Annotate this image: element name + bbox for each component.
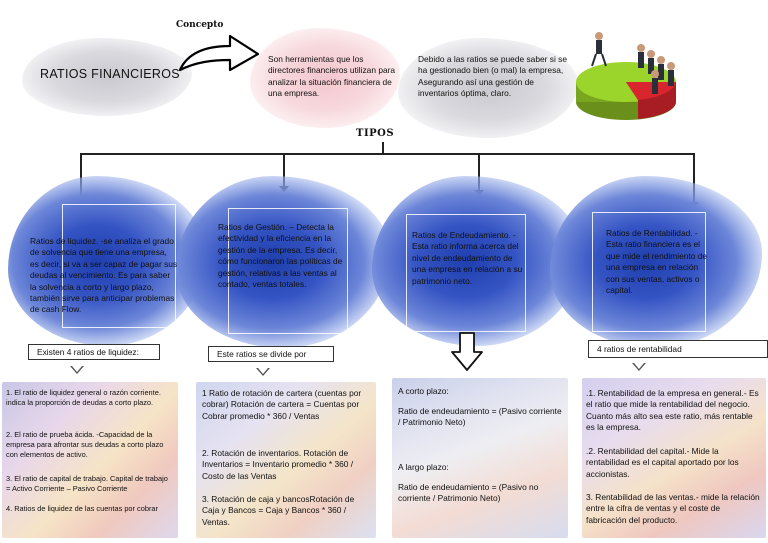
subheader-gestion: Este ratios se divide por xyxy=(208,346,334,362)
type-watercolor-2 xyxy=(176,176,390,348)
title-watercolor xyxy=(22,38,192,116)
type-gestion-text: Ratios de Gestión. – Detecta la efectivi… xyxy=(218,222,343,290)
endeudamiento-short-formula: Ratio de endeudamiento = (Pasivo corrien… xyxy=(398,406,562,428)
subheader-arrow-4-inner xyxy=(634,363,644,369)
pie-people-illustration xyxy=(576,32,676,120)
type-frame-3 xyxy=(406,214,526,332)
concept-text: Son herramientas que los directores fina… xyxy=(268,54,396,99)
detail-card-gestion: 1 Ratio de rotación de cartera (cuentas … xyxy=(196,382,376,538)
liquidez-item-4: 4. Ratios de liquidez de las cuentas por… xyxy=(6,504,159,513)
detail-card-rentabilidad: .1. Rentabilidad de la empresa en genera… xyxy=(582,378,766,538)
subheader-arrow-1-inner xyxy=(72,366,82,372)
endeudamiento-down-arrow-icon xyxy=(451,332,483,371)
type-frame-1 xyxy=(62,204,176,328)
gestion-item-1: 1 Ratio de rotación de cartera (cuentas … xyxy=(202,388,362,421)
liquidez-item-2: 2. El ratio de prueba ácida. -Capacidad … xyxy=(6,430,164,459)
type-watercolor-4 xyxy=(550,176,762,348)
type-watercolor-3 xyxy=(372,176,582,346)
rentabilidad-item-2: .2. Rentabilidad del capital.- Mide la r… xyxy=(586,446,739,479)
rentabilidad-item-3: 3. Rentabilidad de las ventas.- mide la … xyxy=(586,492,760,525)
tree-connector-top xyxy=(382,142,384,154)
purpose-text: Debido a las ratios se puede saber si se… xyxy=(418,54,567,99)
gestion-item-2: 2. Rotación de inventarios. Rotación de … xyxy=(202,448,354,481)
liquidez-item-1: 1. El ratio de liquidez general o razón … xyxy=(6,388,161,407)
detail-card-endeudamiento: A corto plazo: Ratio de endeudamiento = … xyxy=(392,378,568,538)
purpose-watercolor xyxy=(398,38,578,138)
page-title: RATIOS FINANCIEROS xyxy=(40,67,180,81)
concept-watercolor xyxy=(250,28,400,128)
subheader-arrow-2-inner xyxy=(258,368,268,374)
tree-connector-2 xyxy=(283,153,285,189)
rentabilidad-item-1: .1. Rentabilidad de la empresa en genera… xyxy=(586,388,759,433)
tipos-label: TIPOS xyxy=(356,128,395,139)
gestion-item-3: 3. Rotación de caja y bancosRotación de … xyxy=(202,494,355,527)
tree-connector-4 xyxy=(693,153,695,205)
tree-connector-3 xyxy=(478,153,480,193)
liquidez-item-3: 3. El ratio de capital de trabajo. Capit… xyxy=(6,474,168,493)
type-frame-2 xyxy=(228,208,348,334)
concept-arrow-icon xyxy=(178,34,260,72)
type-frame-4 xyxy=(592,212,706,332)
endeudamiento-long-formula: Ratio de endeudamiento = (Pasivo no corr… xyxy=(398,482,539,504)
subheader-rentabilidad: 4 ratios de rentabilidad xyxy=(588,340,768,358)
concept-label: Concepto xyxy=(176,20,224,30)
tree-connector-horizontal xyxy=(80,153,694,155)
type-endeudamiento-text: Ratios de Endeudamiento. -Esta ratio inf… xyxy=(412,230,523,286)
subheader-liquidez: Existen 4 ratios de liquidez: xyxy=(28,344,160,360)
endeudamiento-long-label: A largo plazo: xyxy=(398,462,449,472)
endeudamiento-short-label: A corto plazo: xyxy=(398,386,449,396)
type-rentabilidad-text: Ratios de Rentabilidad. -Esta ratio fina… xyxy=(606,228,708,296)
type-liquidez-text: Ratios de liquidez. -se analiza el grado… xyxy=(30,236,178,315)
detail-card-liquidez: 1. El ratio de liquidez general o razón … xyxy=(2,382,178,538)
